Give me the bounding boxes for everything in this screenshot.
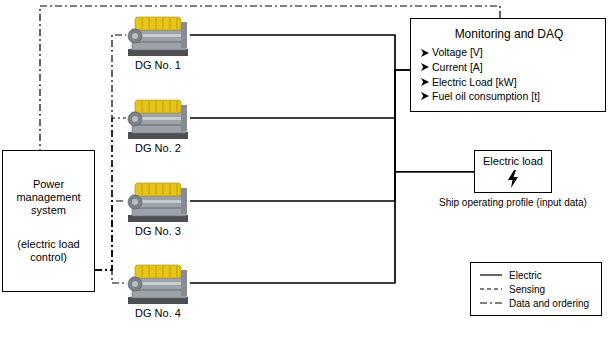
- bullet-arrow: [421, 63, 429, 71]
- electric-line: [190, 118, 474, 172]
- diesel-generator: DG No. 2: [120, 95, 196, 155]
- data-line: [95, 201, 126, 270]
- electric-line: [190, 70, 410, 118]
- generator-label: DG No. 1: [135, 59, 181, 72]
- measurement-label: Current [A]: [432, 61, 483, 74]
- measurement-item: Fuel oil consumption [t]: [421, 90, 597, 103]
- legend-label: Sensing: [509, 284, 545, 295]
- bullet-arrow: [421, 78, 429, 86]
- legend-line-sample: [479, 271, 503, 279]
- measurement-label: Fuel oil consumption [t]: [432, 90, 540, 103]
- legend-item: Sensing: [479, 282, 593, 296]
- measurement-label: Voltage [V]: [432, 46, 483, 59]
- data-line: [95, 118, 126, 270]
- legend-line-sample: [479, 299, 503, 307]
- bullet-arrow: [421, 92, 429, 100]
- legend-item: Data and ordering: [479, 296, 593, 310]
- box-label: Power management system: [8, 178, 89, 218]
- generator-label: DG No. 2: [135, 142, 181, 155]
- legend-label: Data and ordering: [509, 298, 589, 309]
- electric-line: [190, 70, 410, 283]
- measurement-label: Electric Load [kW]: [432, 76, 517, 89]
- measurement-item: Current [A]: [421, 61, 597, 74]
- monitoring-box: Monitoring and DAQ Voltage [V] Current [A]…: [410, 18, 606, 112]
- generator-label: DG No. 4: [135, 307, 181, 320]
- engine-picture: [126, 95, 190, 141]
- measurement-item: Electric Load [kW]: [421, 76, 597, 89]
- electric-load: Electric loadShip operating profile (inp…: [428, 150, 598, 209]
- lightning-symbol: [507, 170, 519, 188]
- legend-item: Electric: [479, 268, 593, 282]
- generator-label: DG No. 3: [135, 225, 181, 238]
- measurement-item: Voltage [V]: [421, 46, 597, 59]
- data-line: [95, 35, 126, 270]
- engine-picture: [126, 260, 190, 306]
- diesel-generator: DG No. 4: [120, 260, 196, 320]
- engine-picture: [126, 12, 190, 58]
- process-box: Power management system (electric load co…: [2, 150, 95, 292]
- legend-line-sample: [479, 285, 503, 293]
- diesel-generator: DG No. 1: [120, 12, 196, 72]
- box-label: (electric load control): [8, 238, 89, 264]
- legend-box: ElectricSensingData and ordering: [470, 262, 602, 316]
- electric-line: [190, 70, 410, 201]
- engine-picture: [126, 178, 190, 224]
- bullet-arrow: [421, 49, 429, 57]
- electric-line: [190, 172, 474, 201]
- legend-label: Electric: [509, 270, 542, 281]
- data-line: [95, 270, 126, 283]
- diesel-generator: DG No. 3: [120, 178, 196, 238]
- box-title: Monitoring and DAQ: [421, 27, 597, 41]
- electric-line: [190, 172, 474, 283]
- load-caption: Ship operating profile (input data): [439, 197, 587, 209]
- electric-line: [190, 35, 410, 70]
- load-label: Electric load: [483, 155, 543, 168]
- load-box: Electric load: [474, 150, 552, 193]
